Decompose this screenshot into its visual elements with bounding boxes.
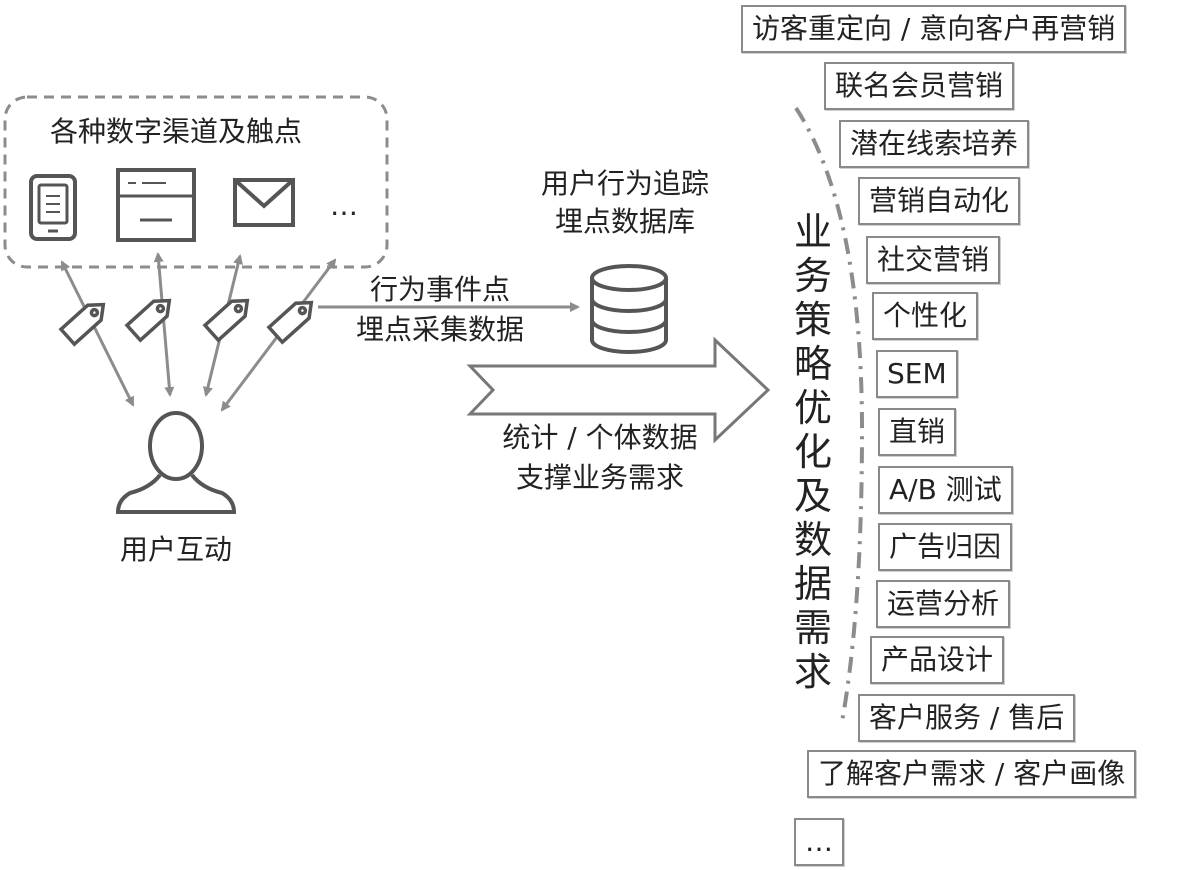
strategy-item: 产品设计 <box>870 636 1005 684</box>
channels-container <box>3 95 389 269</box>
support-big-arrow <box>466 336 771 444</box>
strategy-bracket-curve <box>794 106 865 723</box>
strategy-item: 营销自动化 <box>858 177 1021 225</box>
strategy-item: 广告归因 <box>878 523 1013 571</box>
user-icon <box>115 411 237 514</box>
database-label-line1: 用户行为追踪 <box>540 167 709 200</box>
strategy-item: 了解客户需求 / 客户画像 <box>807 750 1137 798</box>
strategy-item: 客户服务 / 售后 <box>858 694 1076 742</box>
support-label-line1: 统计 / 个体数据 <box>502 421 698 454</box>
strategy-item: … <box>794 818 844 866</box>
database-icon <box>590 264 668 354</box>
channels-title: 各种数字渠道及触点 <box>50 115 303 148</box>
strategy-title: 业务策略优化及数据需求 <box>793 210 832 694</box>
collect-label-line2: 埋点采集数据 <box>355 313 524 346</box>
strategy-item: 直销 <box>878 408 957 456</box>
envelope-icon <box>233 178 295 227</box>
strategy-item: 联名会员营销 <box>824 62 1015 110</box>
strategy-item: A/B 测试 <box>878 466 1013 514</box>
user-label: 用户互动 <box>119 533 232 566</box>
strategy-item: 访客重定向 / 意向客户再营销 <box>741 5 1127 53</box>
strategy-item: 个性化 <box>872 292 979 340</box>
strategy-item: 社交营销 <box>866 236 1001 284</box>
browser-window-icon <box>116 168 196 242</box>
collect-label-line1: 行为事件点 <box>369 273 510 306</box>
database-label-line2: 埋点数据库 <box>554 205 695 238</box>
tablet-icon <box>29 174 77 241</box>
strategy-item: 运营分析 <box>876 580 1011 628</box>
strategy-item: 潜在线索培养 <box>839 120 1030 168</box>
channels-more: … <box>330 189 358 222</box>
support-label-line2: 支撑业务需求 <box>515 461 684 494</box>
event-tag-icons <box>58 298 314 347</box>
strategy-item: SEM <box>876 350 958 398</box>
